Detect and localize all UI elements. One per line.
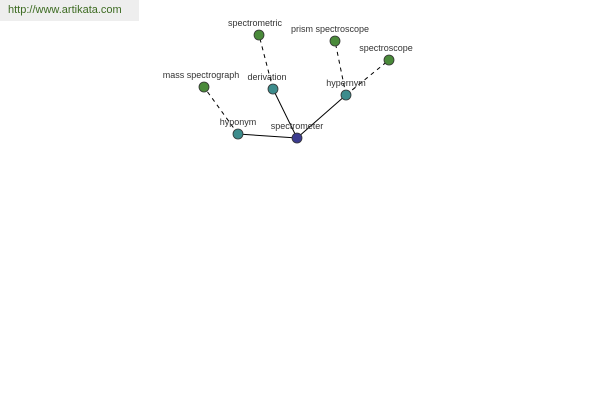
label-hypernym[interactable]: hypernym [326, 78, 366, 88]
label-center-spectrometer[interactable]: spectrometer [271, 121, 324, 131]
node-prism-spectroscope[interactable] [329, 35, 341, 47]
edge-hypernym-prism-spectroscope [334, 40, 347, 96]
node-center-spectrometer[interactable] [291, 132, 303, 144]
node-spectroscope[interactable] [383, 54, 395, 66]
label-hyponym[interactable]: hyponym [220, 117, 257, 127]
node-mass-spectrograph[interactable] [198, 81, 210, 93]
site-url[interactable]: http://www.artikata.com [8, 4, 122, 16]
label-spectrometric[interactable]: spectrometric [228, 18, 283, 28]
nodes-layer [198, 29, 395, 144]
edge-hypernym-spectroscope [345, 59, 390, 96]
node-hyponym[interactable] [232, 128, 244, 140]
edge-derivation-spectrometric [258, 34, 274, 90]
labels-layer: hyponym mass spectrograph derivation spectr… [163, 18, 413, 131]
edge-hyponym-mass-spectrograph [203, 86, 239, 135]
label-mass-spectrograph[interactable]: mass spectrograph [163, 70, 240, 80]
node-hypernym[interactable] [340, 89, 352, 101]
node-derivation[interactable] [267, 83, 279, 95]
label-prism-spectroscope[interactable]: prism spectroscope [291, 24, 369, 34]
node-spectrometric[interactable] [253, 29, 265, 41]
label-spectroscope[interactable]: spectroscope [359, 43, 413, 53]
edge-hypernym [296, 94, 347, 139]
url-bar: http://www.artikata.com [0, 0, 139, 21]
edge-hyponym [237, 133, 298, 139]
edges-layer [203, 34, 390, 139]
edge-derivation [272, 88, 298, 139]
label-derivation[interactable]: derivation [247, 72, 286, 82]
